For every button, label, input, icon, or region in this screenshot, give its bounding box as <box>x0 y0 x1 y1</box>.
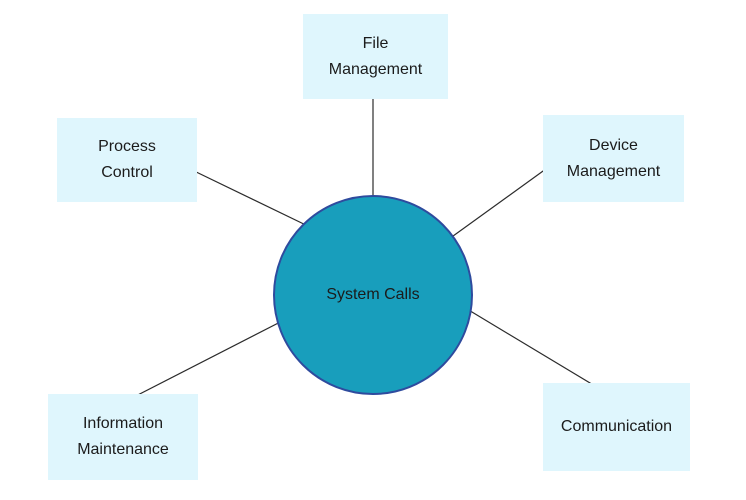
connector-device-management <box>441 165 551 245</box>
hub-system-calls[interactable]: System Calls <box>273 195 473 395</box>
node-communication[interactable]: Communication <box>543 383 690 471</box>
connector-communication <box>461 305 601 390</box>
node-label: Information Maintenance <box>77 415 169 458</box>
node-label: Communication <box>560 418 673 435</box>
node-label: File Management <box>328 34 423 78</box>
node-process-control[interactable]: Process Control <box>57 118 197 202</box>
node-device-management[interactable]: Device Management <box>543 115 684 202</box>
node-file-management[interactable]: File Management <box>303 14 448 99</box>
connector-process-control <box>189 168 313 229</box>
hub-label: System Calls <box>326 286 420 303</box>
connector-information-maintenance <box>127 315 293 401</box>
node-label: Process Control <box>98 138 156 181</box>
node-label: Device Management <box>566 136 661 180</box>
node-information-maintenance[interactable]: Information Maintenance <box>48 394 198 480</box>
